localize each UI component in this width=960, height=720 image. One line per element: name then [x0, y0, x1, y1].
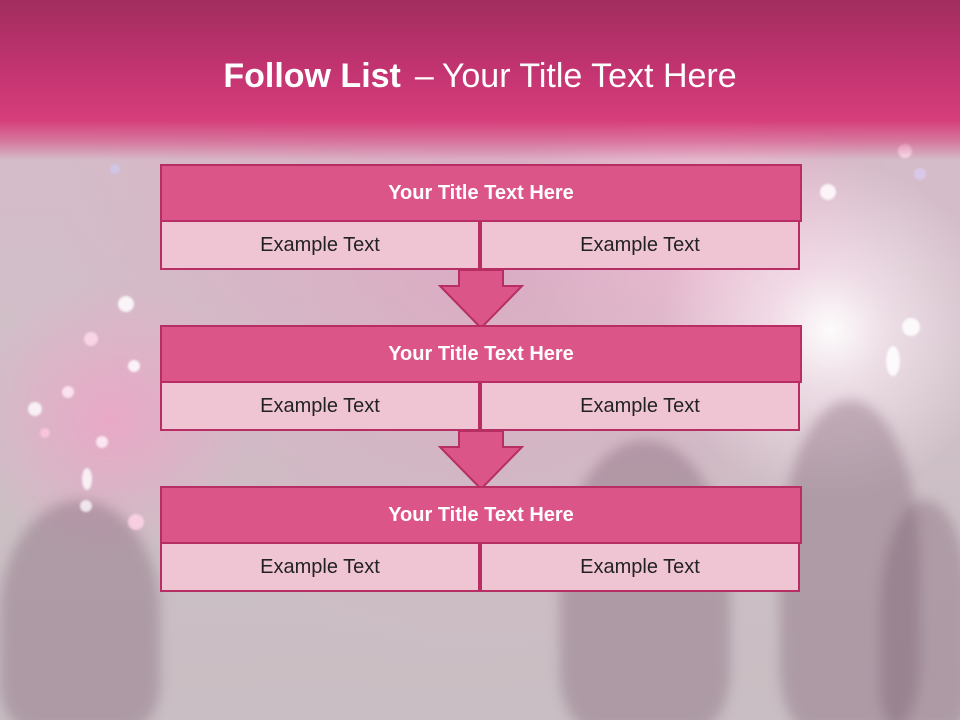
bokeh-light	[28, 402, 42, 416]
step-box: Your Title Text Here Example Text Exampl…	[160, 486, 802, 594]
slide-title: Follow List–Your Title Text Here	[0, 55, 960, 97]
down-arrow-icon	[438, 431, 524, 491]
bokeh-light	[128, 360, 140, 372]
bokeh-light	[82, 468, 92, 490]
bokeh-light	[110, 164, 120, 174]
step-left-text: Example Text	[160, 220, 480, 270]
bokeh-light	[40, 428, 50, 438]
bokeh-light	[914, 168, 926, 180]
slide-title-bold: Follow List	[223, 57, 401, 95]
step-right-text: Example Text	[480, 381, 800, 431]
step-left-text: Example Text	[160, 542, 480, 592]
step-title: Your Title Text Here	[160, 164, 802, 222]
bokeh-light	[62, 386, 74, 398]
step-title: Your Title Text Here	[160, 486, 802, 544]
title-band	[0, 0, 960, 160]
bokeh-light	[128, 514, 144, 530]
bokeh-light	[118, 296, 134, 312]
step-left-text: Example Text	[160, 381, 480, 431]
bokeh-light	[886, 346, 900, 376]
bokeh-light	[902, 318, 920, 336]
crowd-silhouette	[780, 400, 920, 720]
bokeh-light	[80, 500, 92, 512]
step-right-text: Example Text	[480, 220, 800, 270]
crowd-silhouette	[0, 500, 160, 720]
step-right-text: Example Text	[480, 542, 800, 592]
bokeh-light	[96, 436, 108, 448]
step-box: Your Title Text Here Example Text Exampl…	[160, 325, 802, 433]
crowd-silhouette	[880, 500, 960, 720]
step-box: Your Title Text Here Example Text Exampl…	[160, 164, 802, 272]
slide-title-separator: –	[414, 57, 434, 95]
step-title: Your Title Text Here	[160, 325, 802, 383]
bokeh-light	[820, 184, 836, 200]
down-arrow-icon	[438, 270, 524, 330]
slide-title-rest: Your Title Text Here	[441, 57, 737, 95]
bokeh-light	[84, 332, 98, 346]
